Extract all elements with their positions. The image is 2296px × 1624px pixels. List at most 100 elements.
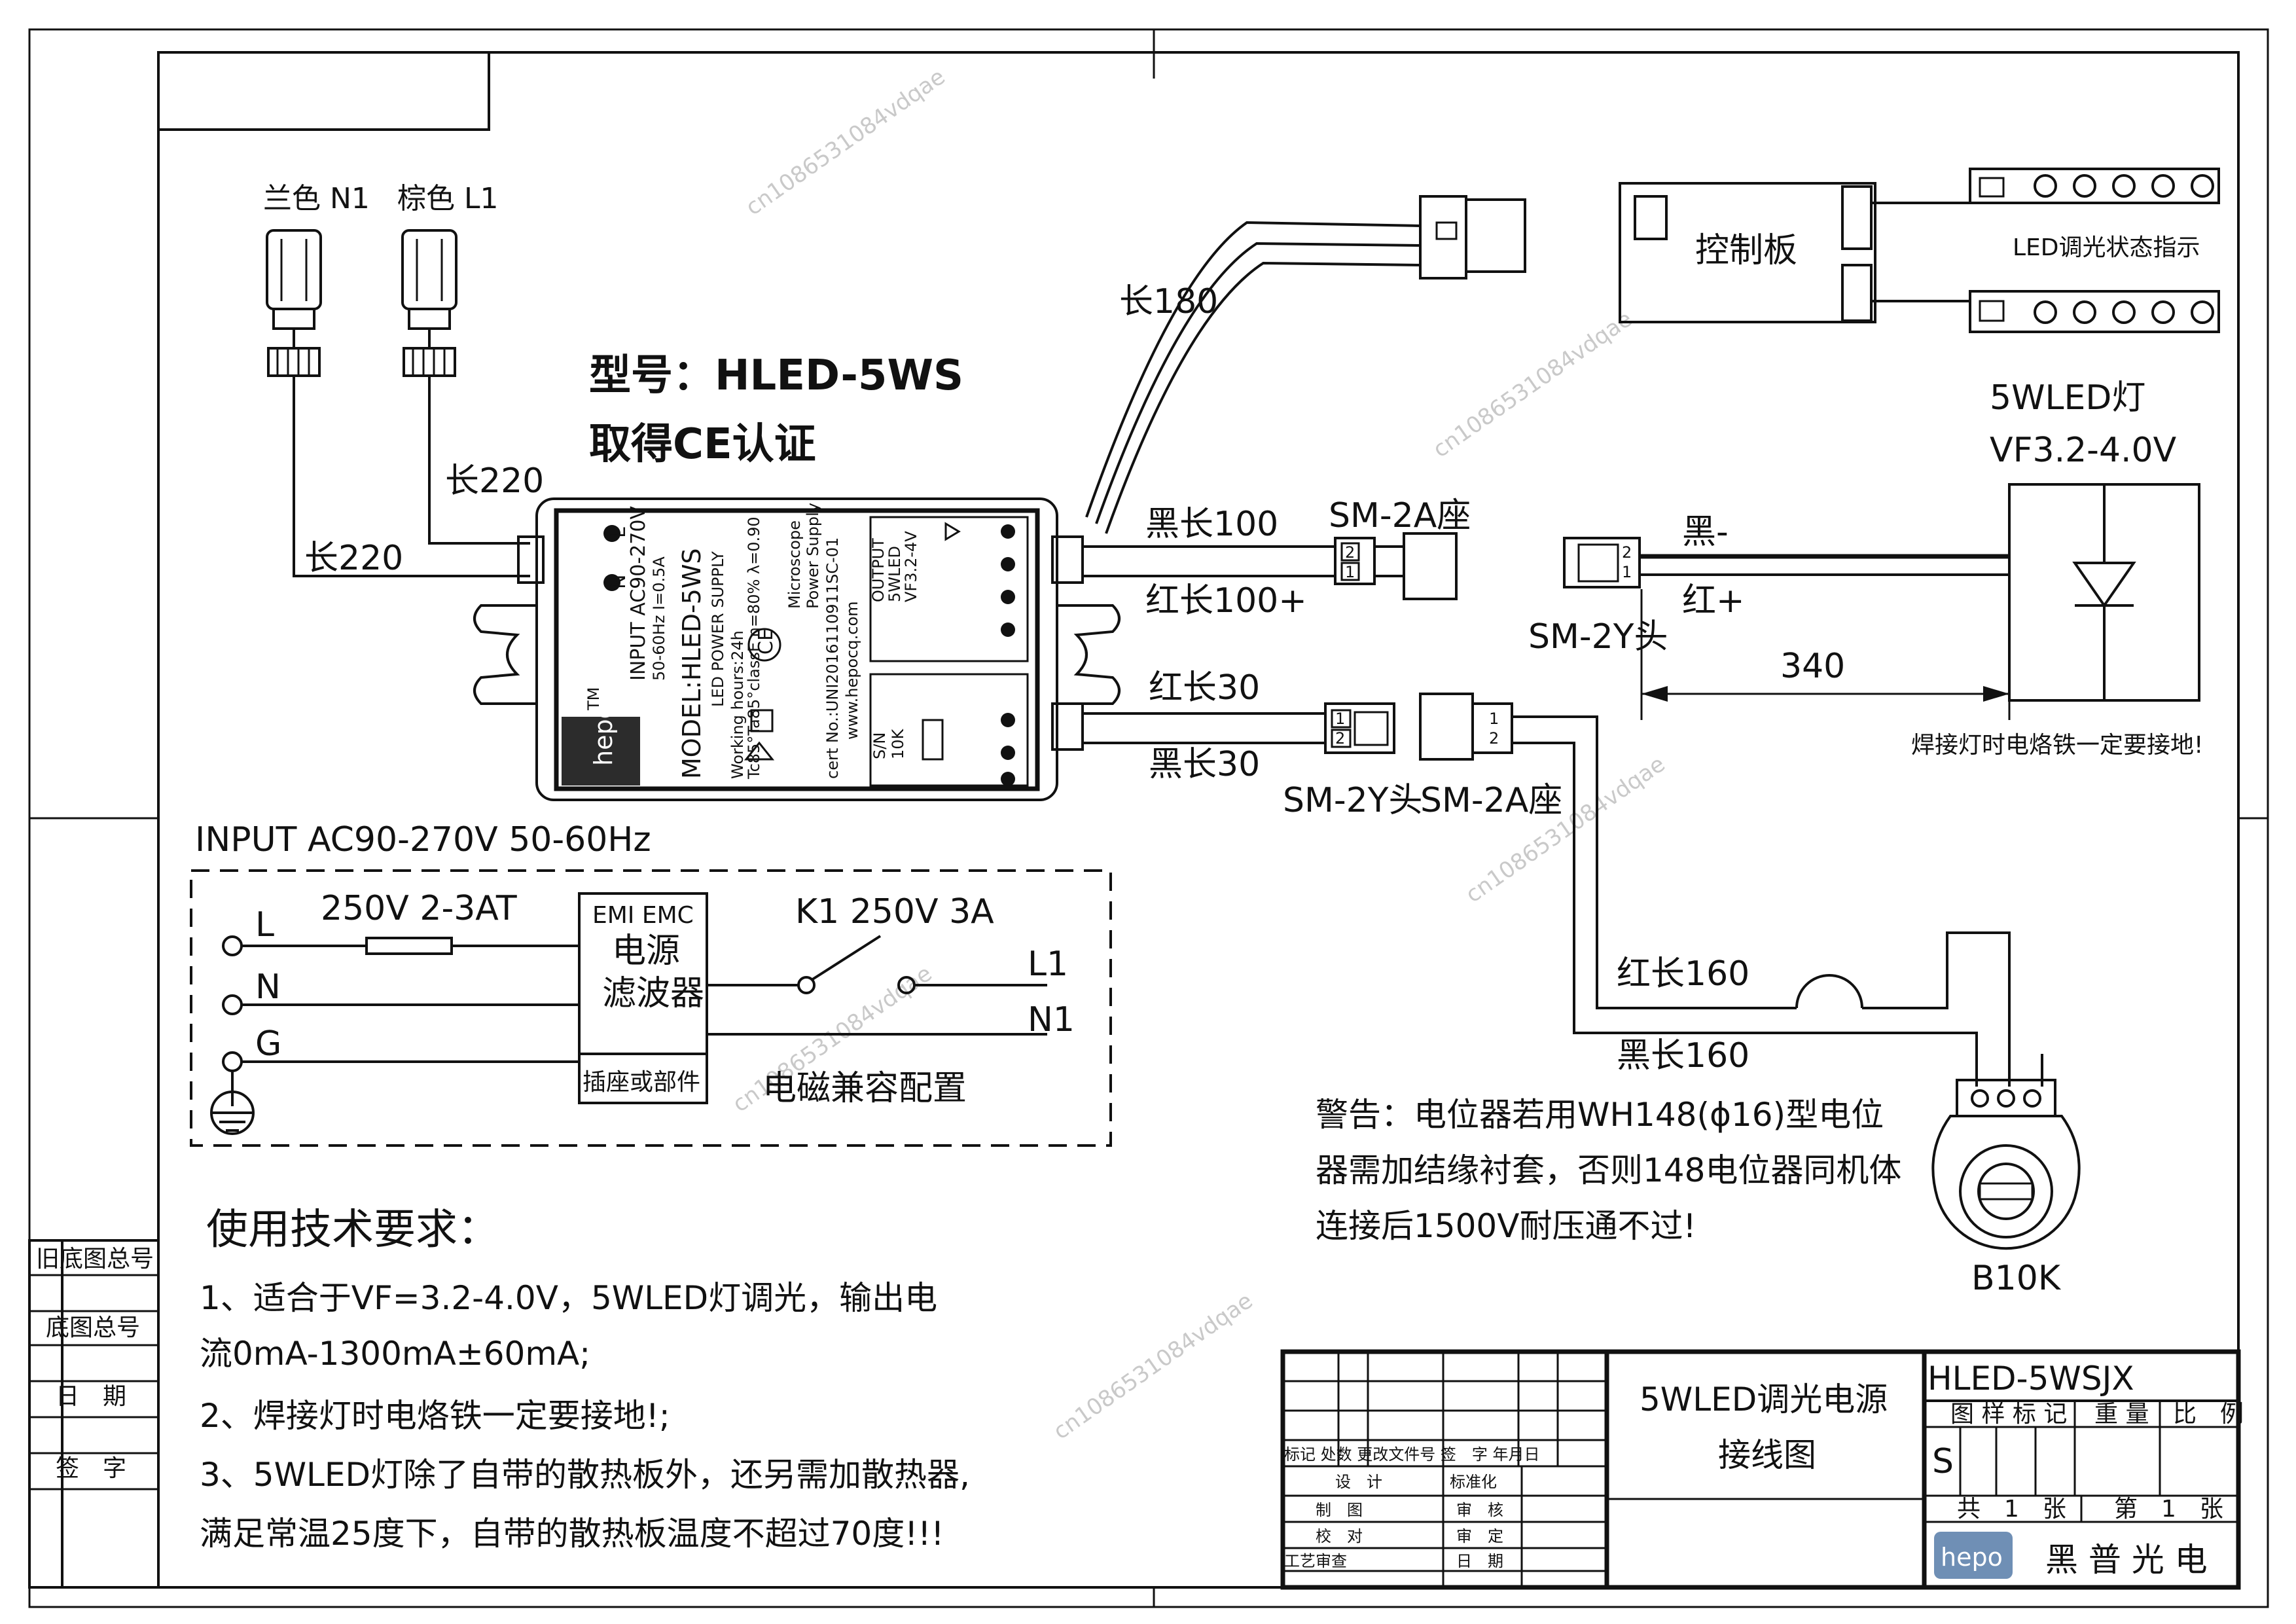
wire-label-length-220-a: 长220 [304,539,403,578]
old-drawing-number-label: 旧底图总号 [36,1246,154,1272]
power-supply-unit: N L hepo TM INPUT AC90-270V 50-60Hz I=0.… [473,497,1121,801]
brand-logo-text: hepo [589,704,618,766]
standardize-label: 标准化 [1450,1473,1497,1491]
wire-black-160 [1512,742,1978,1087]
total-sheets: 共 1 张 [1957,1496,2066,1523]
design-label: 设 计 [1335,1473,1382,1491]
warning-line-3: 连接后1500V耐压通不过! [1316,1207,1696,1245]
warning-line-2: 器需加结缘衬套，否则148电位器同机体 [1316,1151,1901,1189]
led-dimming-indicator-label: LED调光状态指示 [2013,234,2200,261]
control-board: 控制板 LED调光状态指示 [1619,168,2220,333]
schematic-terminal-g: G [255,1024,281,1064]
supply-microscope: Microscope [785,520,804,609]
emi-filter-line-2: 电源 [612,931,680,971]
socket-or-part: 插座或部件 [583,1069,700,1096]
connector-sm2a-bottom: 1 2 [1419,693,1513,761]
approve-label: 审 定 [1456,1527,1503,1545]
emi-filter-block [578,892,708,1104]
schematic-output-n1: N1 [1028,1000,1075,1039]
trademark-mark: TM [584,687,603,711]
supply-power-supply: Power Supply [804,503,822,609]
terminal-n1: 兰色 N1 [263,182,370,377]
date-row-label: 日 期 [1456,1552,1503,1570]
emi-filter-line-3: 滤波器 [602,974,704,1013]
diode-icon [2072,562,2136,608]
connector-label-sm2a-top: SM-2A座 [1329,496,1471,535]
wire-length-180 [1085,221,1421,518]
brand-logo [562,717,640,785]
schematic-terminal-l: L [255,905,274,945]
company-logo-text: hepo [1941,1543,2003,1572]
side-record-block: 旧底图总号 底图总号 日 期 签 字 [28,1239,160,1589]
drawing-code: HLED-5WSJX [1928,1360,2134,1398]
supply-temperature-class: Tc85°Ta85°classE η=80% λ=0.90 [745,516,763,780]
pin-1-label: 1 [1489,710,1499,728]
title-block: 标记 处数 更改文件号 签 字 年月日 设 计 标准化 制 图 审 核 校 对 … [1280,1349,2244,1590]
watermark: cn1086531084vdqae [741,63,950,221]
supply-working-hours: Working hours:24h [728,630,747,779]
requirement-line-3: 2、焊接灯时电烙铁一定要接地!; [200,1397,670,1435]
drawing-number-label: 底图总号 [46,1314,140,1341]
solder-ground-note: 焊接灯时电烙铁一定要接地! [1911,732,2203,759]
company-logo [1934,1532,2013,1579]
terminal-label-n: N [607,575,630,589]
watermark: cn1086531084vdqae [1461,751,1670,908]
audit-label: 审 核 [1456,1501,1503,1519]
supply-website: www.hepocq.com [843,601,861,740]
connector-sm2y-right: 2 1 [1563,537,1641,588]
requirements-title: 使用技术要求： [206,1206,499,1254]
weight-label: 重 量 [2094,1401,2149,1428]
connector-label-sm2a-bottom: SM-2A座 [1420,781,1562,820]
pin-2-label: 2 [1622,543,1632,562]
output-led: 5WLED [886,546,904,602]
schematic-output-l1: L1 [1028,945,1068,984]
emi-filter-line-1: EMI EMC [592,902,694,929]
scale-label: 比 例 [2173,1401,2244,1428]
connector-label-sm2y-right: SM-2Y头 [1528,617,1668,657]
switch-rating: K1 250V 3A [795,892,994,931]
wire-label-black-160: 黑长160 [1617,1036,1749,1075]
connector-label-sm2y-bottom: SM-2Y头 [1283,781,1423,820]
wire-label-red-plus: 红+ [1682,581,1745,621]
wire-label-length-220-b: 长220 [445,461,544,501]
drawing-title-line-1: 5WLED调光电源 [1640,1380,1888,1418]
supply-input-voltage: INPUT AC90-270V [627,506,650,681]
schematic-terminal-n: N [255,967,281,1007]
fuse-icon [365,937,453,955]
wire-label-red-160: 红长160 [1617,954,1749,994]
pin-1-label: 1 [1345,563,1355,581]
requirement-line-2: 流0mA-1300mA±60mA; [200,1335,590,1373]
led-lamp: 5WLED灯 VF3.2-4.0V 焊接灯时电烙铁一定要接地! [1911,378,2203,759]
wire-label-blue-n1: 兰色 N1 [263,182,370,215]
pin-2-label: 2 [1345,543,1355,562]
wire-label-red-100: 红长100+ [1145,581,1307,621]
output-sn: S/N [870,732,889,759]
fuse-rating: 250V 2-3AT [321,889,517,928]
control-board-label: 控制板 [1695,231,1797,270]
terminal-label-l: L [607,527,630,538]
supply-housing [535,497,1058,801]
output-10k: 10K [889,728,907,759]
proofread-label: 校 对 [1316,1527,1363,1545]
potentiometer: B10K [1931,1079,2081,1298]
pin-2-label: 2 [1489,729,1499,748]
watermark: cn1086531084vdqae [1428,306,1637,463]
pin-1-label: 1 [1335,710,1345,728]
emc-schematic: INPUT AC90-270V 50-60Hz L N G 250V 2-3AT… [190,820,1112,1147]
supply-label-plate [554,508,1040,791]
ce-certification: 取得CE认证 [589,420,816,469]
supply-type: LED POWER SUPPLY [709,551,727,707]
supply-certificate: cert No.:UNI2016110911SC-01 [823,537,842,779]
supply-model: MODEL:HLED-5WS [677,548,706,779]
requirement-line-4: 3、5WLED灯除了自带的散热板外，还另需加散热器, [200,1456,970,1494]
wire-label-brown-l1: 棕色 L1 [397,182,499,215]
model-number: 型号：HLED-5WS [589,352,963,400]
wire-label-black-30: 黑长30 [1149,745,1260,784]
emc-config-label: 电磁兼容配置 [762,1069,967,1108]
corner-box [157,51,490,131]
connector-sm2y-bottom: 1 2 [1324,702,1395,754]
output-vf: VF3.2-4V [902,531,920,602]
warning-line-1: 警告：电位器若用WH148(ϕ16)型电位 [1316,1096,1884,1134]
wire-label-red-30: 红长30 [1149,668,1260,708]
wire-label-black-minus: 黑- [1682,513,1729,552]
